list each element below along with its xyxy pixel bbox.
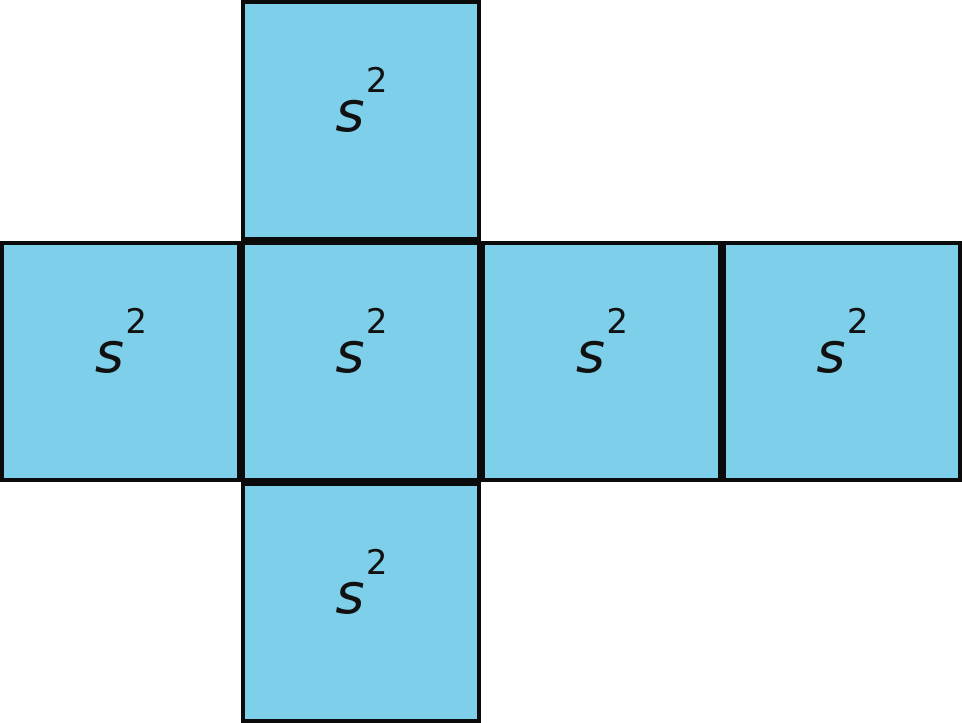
face-label-base: s — [335, 561, 365, 627]
face-label-base: s — [575, 320, 606, 386]
face-label: s2 — [95, 305, 147, 382]
face-label: s2 — [335, 546, 387, 623]
face-middle-center: s2 — [240, 241, 481, 482]
face-label: s2 — [816, 305, 868, 382]
face-middle-left: s2 — [0, 241, 241, 482]
face-label-base: s — [335, 79, 365, 145]
face-label-exponent: 2 — [125, 302, 148, 343]
face-label: s2 — [335, 64, 387, 141]
face-label-exponent: 2 — [606, 302, 629, 343]
face-top: s2 — [240, 0, 481, 241]
face-label-base: s — [335, 320, 365, 386]
face-label-exponent: 2 — [365, 61, 388, 102]
face-label-exponent: 2 — [846, 302, 869, 343]
face-middle-right: s2 — [481, 241, 722, 482]
face-label-base: s — [94, 320, 125, 386]
face-label: s2 — [576, 305, 628, 382]
face-middle-far-right: s2 — [721, 241, 962, 482]
face-label-exponent: 2 — [365, 302, 388, 343]
face-label-exponent: 2 — [365, 543, 388, 584]
face-label: s2 — [335, 305, 387, 382]
face-bottom: s2 — [240, 482, 481, 723]
face-label-base: s — [816, 320, 846, 386]
